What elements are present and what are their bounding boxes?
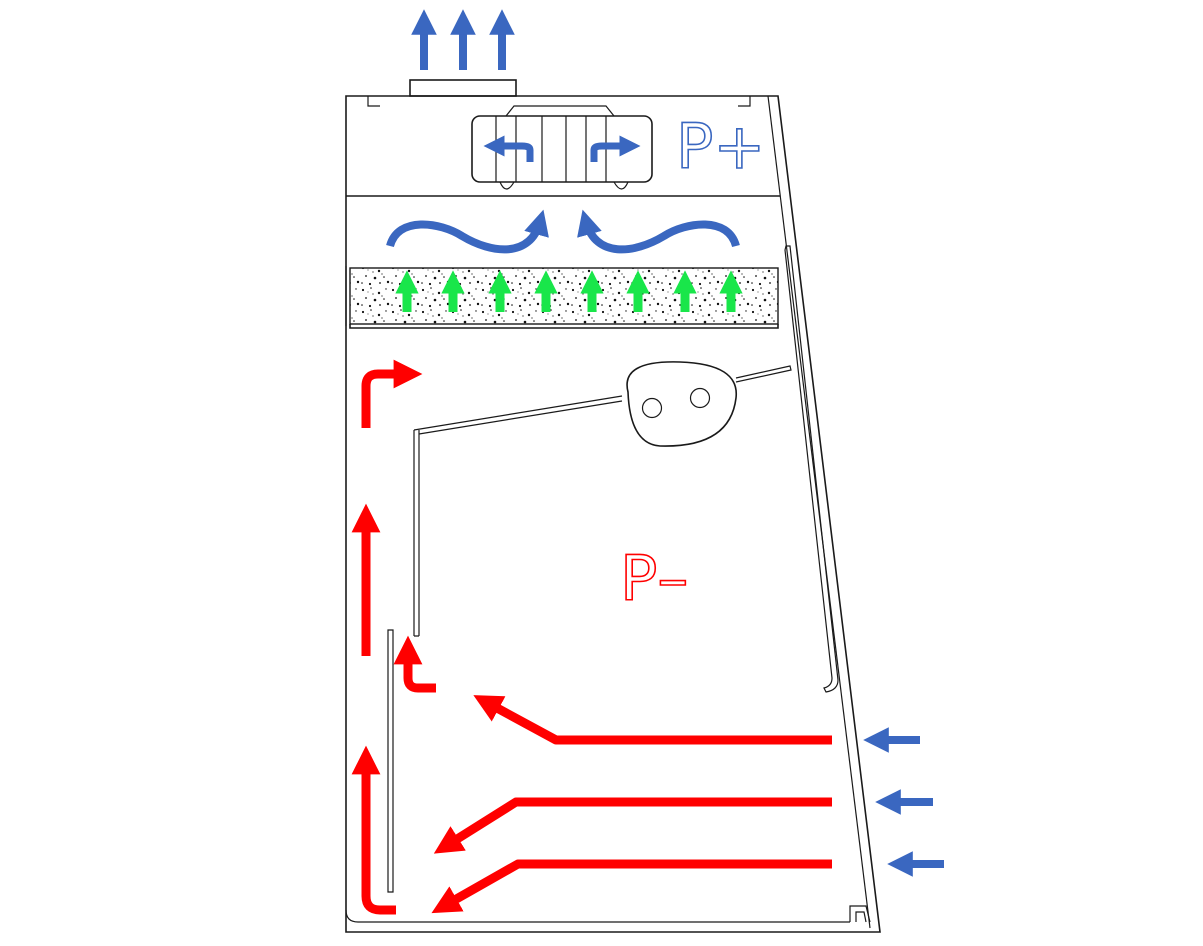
rear-divider [387, 629, 394, 893]
exhaust-arrows [411, 9, 515, 70]
inflow-arrows [863, 727, 944, 877]
label-negative-pressure: P– [620, 542, 688, 615]
arrow-icon [433, 797, 832, 854]
arrow-icon [590, 135, 641, 162]
arrow-icon [393, 635, 436, 693]
exhaust-collar [409, 79, 517, 97]
arrow-icon [483, 135, 534, 162]
plenum-flow-arrows [386, 209, 740, 254]
filtered-air-arrows [395, 270, 743, 312]
arrow-icon [351, 745, 396, 915]
arrow-icon [473, 695, 832, 745]
arrow-icon [431, 859, 832, 914]
label-positive-pressure: P+ [676, 110, 765, 183]
sash-handle [626, 361, 737, 447]
arrow-icon [386, 209, 549, 254]
top-bracket-right [738, 96, 751, 107]
interior-baffle [413, 361, 792, 637]
hepa-filter-icon [349, 267, 779, 329]
drain-trough [849, 905, 871, 923]
drain-trough-inner [855, 911, 867, 923]
cabinet-body [345, 79, 881, 933]
work-surface-corner-left [345, 909, 850, 923]
cabinet-outline [345, 95, 881, 933]
recirculated-air-arrows [351, 359, 832, 915]
front-sash [784, 245, 839, 693]
blower-flow-arrows [483, 135, 641, 162]
arrow-icon [361, 359, 423, 428]
top-bracket-left [367, 96, 380, 107]
arrow-icon [577, 209, 740, 254]
